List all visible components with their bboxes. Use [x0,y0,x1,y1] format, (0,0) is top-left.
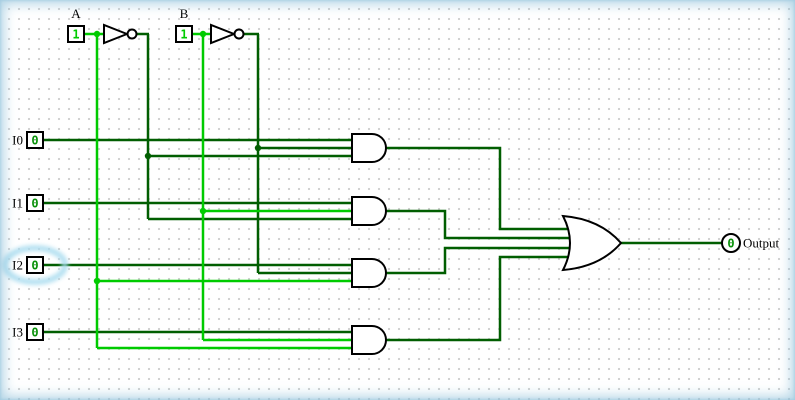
or-gate[interactable] [561,214,623,272]
pin-i1-value: 0 [31,197,38,211]
pin-i0-value: 0 [31,134,38,148]
pin-i0-label: I0 [12,133,23,148]
pin-i0-box[interactable] [26,131,44,149]
input-pin-a[interactable]: 1 A [67,6,85,43]
junctions-high [93,30,207,285]
input-pin-i2[interactable]: 0 I2 [12,256,44,274]
input-pin-i1[interactable]: 0 I1 [12,194,44,212]
output-pin-value: 0 [727,237,734,251]
junction-dot [144,152,152,160]
output-pin[interactable]: 0 Output [721,233,780,253]
junctions-low [144,144,262,160]
wire-and1-to-or[interactable] [384,146,572,231]
not-gate-b-triangle [210,23,237,45]
not-gate-a-bubble [126,28,138,40]
pin-b-label: B [180,6,189,21]
and-gate-4[interactable] [351,325,387,355]
pin-i1-box[interactable] [26,194,44,212]
pin-b-box[interactable] [175,25,193,43]
wires-high [84,32,353,350]
and-gate-3[interactable] [351,258,387,288]
pin-i1-label: I1 [12,196,23,211]
pin-i2-value: 0 [31,259,38,273]
and-gate-2[interactable] [351,196,387,226]
wires-low [43,32,722,342]
pin-a-label: A [71,6,81,21]
junction-dot [199,30,207,38]
not-gate-b[interactable] [210,23,245,45]
output-pin-circle[interactable] [721,233,741,253]
pin-i3-label: I3 [12,325,23,340]
hover-halo-i2 [2,245,68,285]
pin-i3-box[interactable] [26,323,44,341]
junction-dot [254,144,262,152]
gates [103,23,623,355]
not-gate-a-triangle [103,23,130,45]
not-gate-b-bubble [233,28,245,40]
output-pin-label: Output [743,236,780,251]
pin-a-value: 1 [72,28,79,42]
junction-dot [199,207,207,215]
pin-i3-value: 0 [31,326,38,340]
wire-and2-to-or[interactable] [384,209,572,240]
wire-and3-to-or[interactable] [384,246,572,275]
pin-i2-box[interactable] [26,256,44,274]
and-gate-1[interactable] [351,133,387,163]
pin-i2-label: I2 [12,258,23,273]
wire-and4-to-or[interactable] [384,255,572,342]
pin-a-box[interactable] [67,25,85,43]
input-pin-i0[interactable]: 0 I0 [12,131,44,149]
junction-dot [93,277,101,285]
input-pin-i3[interactable]: 0 I3 [12,323,44,341]
junction-dot [93,30,101,38]
not-gate-a[interactable] [103,23,138,45]
input-pin-b[interactable]: 1 B [175,6,193,43]
pin-b-value: 1 [180,28,187,42]
